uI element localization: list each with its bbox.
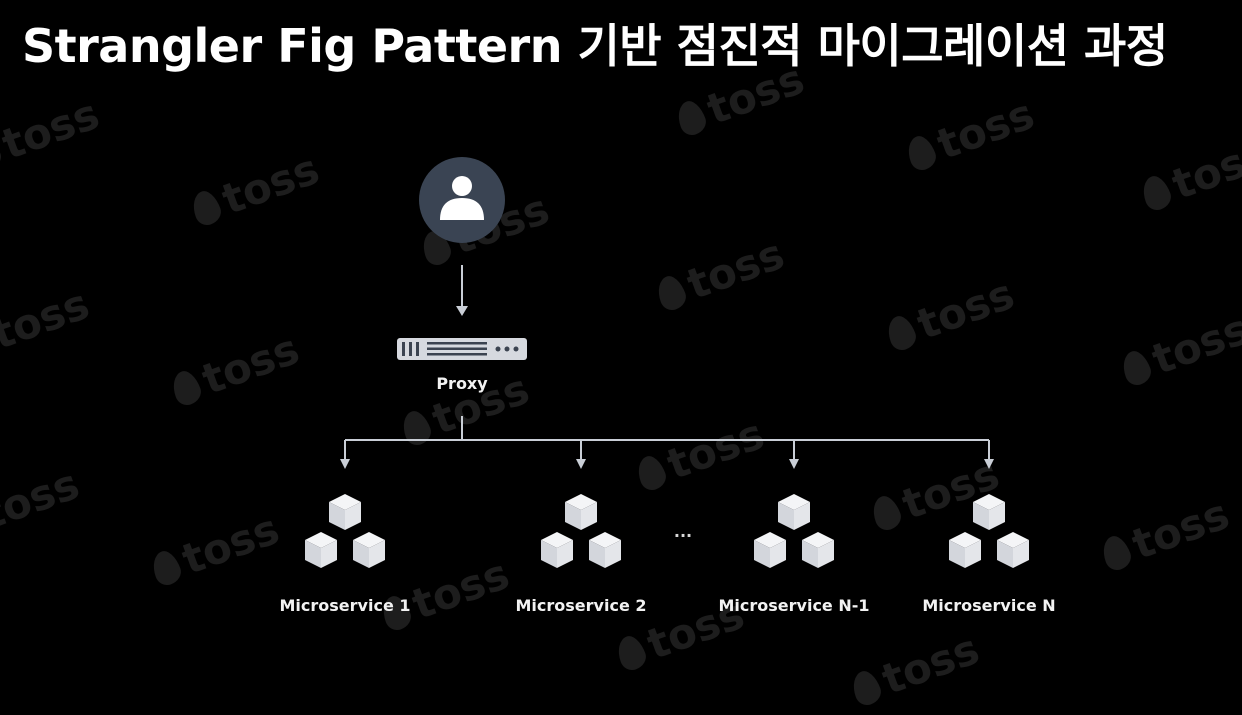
cubes-icon — [949, 494, 1029, 568]
service-arrowheads — [340, 459, 994, 469]
user-icon — [440, 176, 484, 220]
user-to-proxy-arrow — [456, 265, 468, 316]
cubes-icon — [541, 494, 621, 568]
user-avatar — [419, 157, 505, 243]
diagram-canvas — [0, 157, 1242, 675]
service-label: Microservice N — [922, 596, 1056, 615]
proxy-label: Proxy — [436, 374, 488, 393]
service-label: Microservice 1 — [279, 596, 411, 615]
proxy-connector-tree — [344, 416, 990, 460]
cubes-icon — [754, 494, 834, 568]
service-label: Microservice N-1 — [718, 596, 870, 615]
ellipsis: ... — [673, 522, 693, 541]
cubes-icon — [305, 494, 385, 568]
service-label: Microservice 2 — [515, 596, 647, 615]
page-title: Strangler Fig Pattern 기반 점진적 마이그레이션 과정 — [22, 19, 1168, 73]
server-icon — [397, 338, 527, 360]
